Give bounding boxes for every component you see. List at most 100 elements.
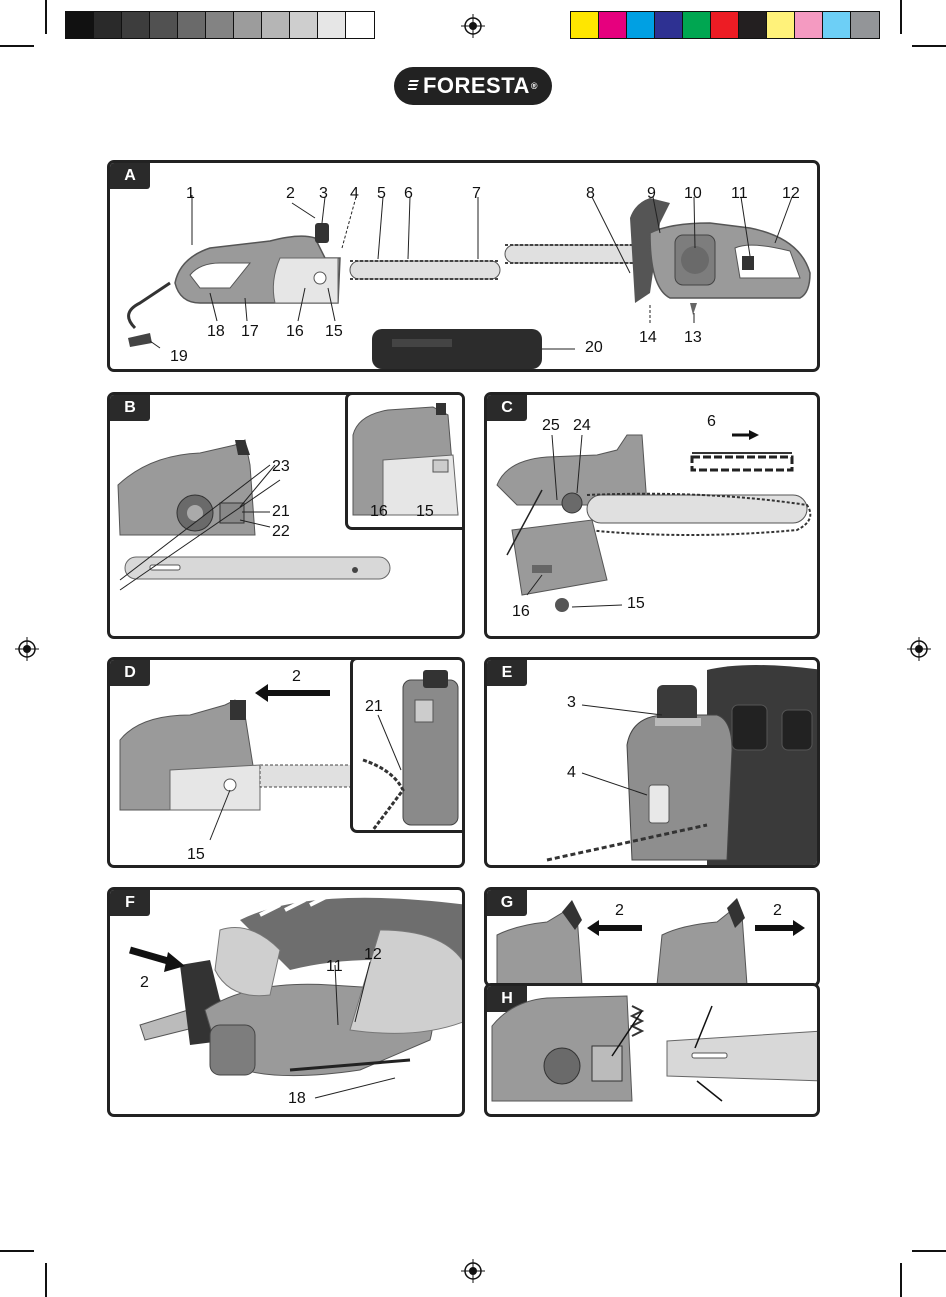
crop-mark — [45, 0, 47, 34]
grayscale-swatch — [234, 12, 262, 38]
crop-mark — [45, 1263, 47, 1297]
callout-label: 15 — [627, 595, 645, 612]
registration-mark-icon — [15, 637, 39, 661]
bar-mounting-illustration — [117, 439, 391, 591]
panel-tag: A — [110, 163, 150, 189]
grayscale-swatch — [94, 12, 122, 38]
callout-label: 3 — [567, 694, 576, 711]
color-swatch — [823, 12, 851, 38]
callout-label: 11 — [326, 958, 343, 975]
crop-mark — [0, 1250, 34, 1252]
color-swatch — [599, 12, 627, 38]
color-swatch — [655, 12, 683, 38]
crop-mark — [900, 0, 902, 34]
chainsaw-side-views-illustration — [127, 195, 811, 369]
callout-label: 16 — [512, 603, 530, 620]
chain-tension-illustration — [119, 684, 361, 841]
brand-logo: FORESTA® — [394, 67, 552, 105]
panel-tag: E — [487, 660, 527, 686]
callout-label: 11 — [731, 185, 748, 202]
brand-name: FORESTA — [422, 73, 530, 98]
crop-mark — [912, 1250, 946, 1252]
callout-label: 16 — [370, 503, 388, 520]
panel-tag: B — [110, 395, 150, 421]
callout-label: 8 — [586, 185, 595, 202]
callout-label: 19 — [170, 348, 188, 365]
color-calibration-bar — [570, 11, 880, 39]
figure-panel-f: F 2 11 12 18 — [107, 887, 465, 1117]
callout-label: 21 — [272, 503, 290, 520]
callout-label: 25 — [542, 417, 560, 434]
callout-label: 15 — [416, 503, 434, 520]
grayscale-swatch — [290, 12, 318, 38]
grayscale-swatch — [122, 12, 150, 38]
grayscale-swatch — [178, 12, 206, 38]
color-swatch — [739, 12, 767, 38]
panel-tag: G — [487, 890, 527, 916]
figure-panel-a: A — [107, 160, 820, 372]
figure-panel-h: H — [484, 983, 820, 1117]
color-swatch — [795, 12, 823, 38]
callout-label: 3 — [319, 185, 328, 202]
color-swatch — [571, 12, 599, 38]
callout-label: 9 — [647, 185, 656, 202]
callout-label: 18 — [288, 1090, 306, 1107]
callout-label: 18 — [207, 323, 225, 340]
color-swatch — [851, 12, 879, 38]
callout-label: 7 — [472, 185, 481, 202]
figure-panel-g: G 2 2 — [484, 887, 820, 987]
callout-label: 1 — [186, 185, 195, 202]
oil-outlet-illustration — [491, 995, 817, 1102]
callout-label: 15 — [187, 846, 205, 863]
handling-illustration — [129, 893, 462, 1099]
callout-label: 2 — [286, 185, 295, 202]
callout-label: 2 — [773, 902, 782, 919]
panel-tag: D — [110, 660, 150, 686]
inset-d-tensioner: 21 — [350, 660, 462, 833]
callout-label: 10 — [684, 185, 702, 202]
figure-panel-d: D 2 15 21 — [107, 657, 465, 868]
tensioner-closeup-illustration — [362, 670, 459, 830]
callout-label: 4 — [350, 185, 359, 202]
callout-label: 13 — [684, 329, 702, 346]
callout-label: 2 — [140, 974, 149, 991]
figure-panel-e: E 3 4 — [484, 657, 820, 868]
callout-label: 21 — [365, 698, 383, 715]
callout-label: 6 — [707, 413, 716, 430]
figure-panel-b: B 23 21 22 16 15 — [107, 392, 465, 639]
crop-mark — [912, 45, 946, 47]
grayscale-swatch — [66, 12, 94, 38]
grayscale-swatch — [346, 12, 374, 38]
figure-panel-c: C 25 24 6 16 15 — [484, 392, 820, 639]
callout-label: 14 — [639, 329, 657, 346]
crop-mark — [900, 1263, 902, 1297]
grayscale-swatch — [318, 12, 346, 38]
chain-brake-illustration — [496, 898, 805, 984]
registered-mark: ® — [530, 81, 539, 91]
color-swatch — [627, 12, 655, 38]
panel-tag: F — [110, 890, 150, 916]
callout-label: 2 — [292, 668, 301, 685]
panel-tag: C — [487, 395, 527, 421]
color-swatch — [767, 12, 795, 38]
callout-label: 16 — [286, 323, 304, 340]
callout-label: 23 — [272, 458, 290, 475]
bar-cover-closeup-illustration — [352, 403, 459, 516]
callout-label: 5 — [377, 185, 386, 202]
grayscale-swatch — [262, 12, 290, 38]
callout-label: 6 — [404, 185, 413, 202]
grayscale-swatch — [206, 12, 234, 38]
registration-mark-icon — [907, 637, 931, 661]
color-swatch — [683, 12, 711, 38]
chain-mounting-illustration — [496, 430, 812, 612]
callout-label: 12 — [782, 185, 800, 202]
registration-mark-icon — [461, 1259, 485, 1283]
callout-label: 15 — [325, 323, 343, 340]
color-swatch — [711, 12, 739, 38]
callout-label: 24 — [573, 417, 591, 434]
grayscale-calibration-bar — [65, 11, 375, 39]
callout-label: 22 — [272, 523, 290, 540]
oil-tank-illustration — [546, 665, 817, 865]
callout-label: 4 — [567, 764, 576, 781]
